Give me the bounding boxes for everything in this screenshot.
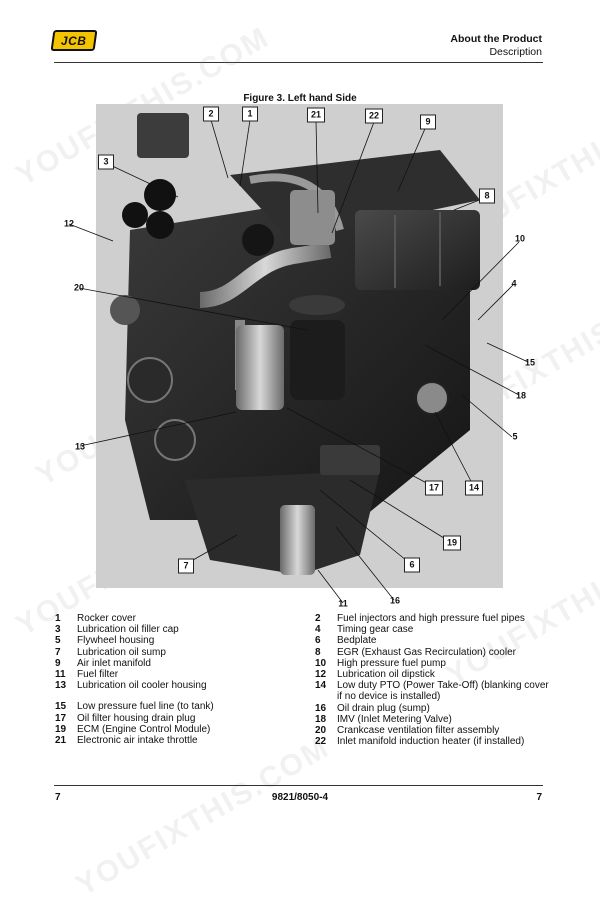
leader-lines: [68, 119, 529, 604]
section-title: About the Product: [450, 33, 542, 45]
page-number-left: 7: [55, 792, 61, 803]
engine-drawing: [68, 113, 529, 604]
callout-17: 17: [424, 480, 444, 496]
callout-21: 21: [306, 107, 326, 123]
figure-title: Figure 3. Left hand Side: [243, 93, 357, 104]
callout-2: 2: [203, 106, 219, 122]
callout-3: 3: [98, 154, 114, 170]
callout-20: 20: [73, 282, 85, 293]
doc-number: 9821/8050-4: [271, 792, 329, 803]
callout-14: 14: [464, 480, 484, 496]
callout-11: 11: [338, 598, 348, 609]
callout-18: 18: [515, 390, 527, 401]
callout-15: 15: [524, 357, 536, 368]
callout-6: 6: [404, 557, 420, 573]
callout-7: 7: [178, 558, 194, 574]
callout-4: 4: [511, 278, 517, 289]
callout-9: 9: [420, 114, 436, 130]
header-rule: [54, 62, 543, 63]
footer-rule: [54, 785, 543, 786]
callout-1: 1: [242, 106, 258, 122]
page-number-right: 7: [536, 792, 542, 803]
callout-22: 22: [364, 108, 384, 124]
callout-16: 16: [389, 595, 401, 606]
engine-block-shapes: [110, 113, 480, 575]
callout-5: 5: [512, 431, 518, 442]
callout-19: 19: [442, 535, 462, 551]
section-subtitle: Description: [489, 46, 542, 58]
callout-13: 13: [74, 441, 86, 452]
callout-12: 12: [63, 218, 75, 229]
callout-8: 8: [479, 188, 495, 204]
callout-10: 10: [514, 233, 526, 244]
